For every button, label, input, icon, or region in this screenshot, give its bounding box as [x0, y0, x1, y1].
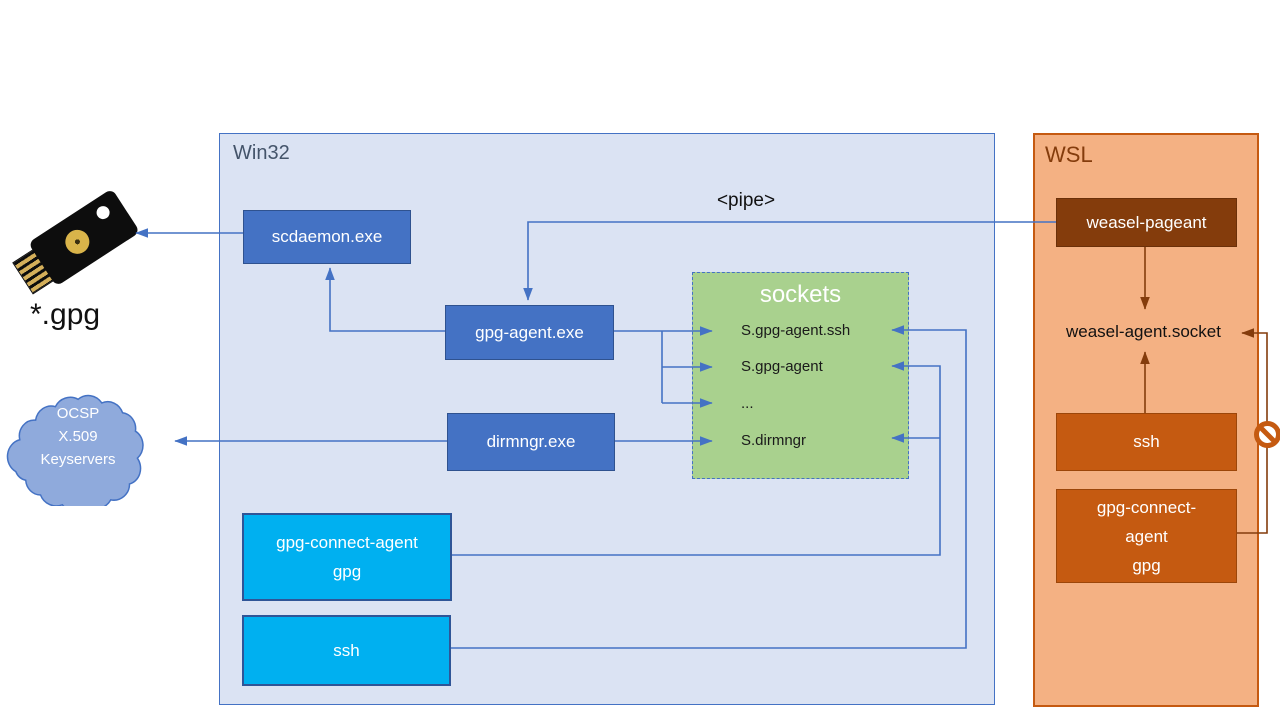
win32-label: Win32 [233, 142, 290, 164]
cloud-text-line2: X.509 [58, 428, 98, 445]
cloud-text-line3: Keyservers [40, 451, 116, 468]
socket-s-gpg-agent: S.gpg-agent [741, 358, 823, 375]
weasel-agent-socket-label: weasel-agent.socket [1066, 322, 1221, 341]
wsl-ssh-box: ssh [1056, 413, 1237, 471]
sockets-group: sockets S.gpg-agent.ssh S.gpg-agent ... … [692, 272, 909, 479]
gpg-agent-box: gpg-agent.exe [445, 305, 614, 360]
wsl-gpg-connect-box: gpg-connect- agent gpg [1056, 489, 1237, 583]
sockets-title: sockets [759, 281, 842, 308]
no-entry-icon [1254, 421, 1280, 448]
socket-s-dirmngr: S.dirmngr [741, 432, 807, 449]
w32-gpg-connect-label-line1: gpg-connect-agent [276, 533, 418, 552]
wsl-ssh-label: ssh [1133, 432, 1160, 451]
cloud-text-line1: OCSP [56, 405, 100, 422]
socket-s-gpg-agent-ssh: S.gpg-agent.ssh [741, 322, 851, 339]
dirmngr-box: dirmngr.exe [447, 413, 615, 471]
weasel-pageant-box: weasel-pageant [1056, 198, 1237, 247]
keyservers-cloud: OCSP X.509 Keyservers [2, 376, 172, 506]
w32-ssh-label: ssh [333, 640, 360, 660]
usb-key-body-group [8, 188, 141, 299]
usb-security-key-icon [12, 188, 141, 296]
dirmngr-label: dirmngr.exe [486, 432, 576, 451]
w32-gpg-connect-label-line2: gpg [332, 562, 362, 581]
pipe-label: <pipe> [716, 190, 776, 211]
w32-gpg-connect-box: gpg-connect-agent gpg [242, 513, 452, 601]
scdaemon-box: scdaemon.exe [243, 210, 411, 264]
scdaemon-label: scdaemon.exe [271, 227, 383, 246]
gpg-agent-label: gpg-agent.exe [475, 322, 584, 342]
cloud-icon [2, 376, 172, 506]
cloud-text: OCSP X.509 Keyservers [2, 402, 154, 471]
wsl-label: WSL [1045, 142, 1093, 167]
weasel-pageant-label: weasel-pageant [1086, 212, 1207, 232]
wsl-gpg-connect-label-line2: agent [1125, 526, 1168, 546]
w32-ssh-box: ssh [242, 615, 451, 686]
wsl-gpg-connect-label-line3: gpg [1132, 555, 1161, 575]
socket-ellipsis: ... [741, 395, 754, 412]
wsl-gpg-connect-label-line1: gpg-connect- [1096, 497, 1197, 517]
gpg-files-label: *.gpg [30, 298, 101, 331]
